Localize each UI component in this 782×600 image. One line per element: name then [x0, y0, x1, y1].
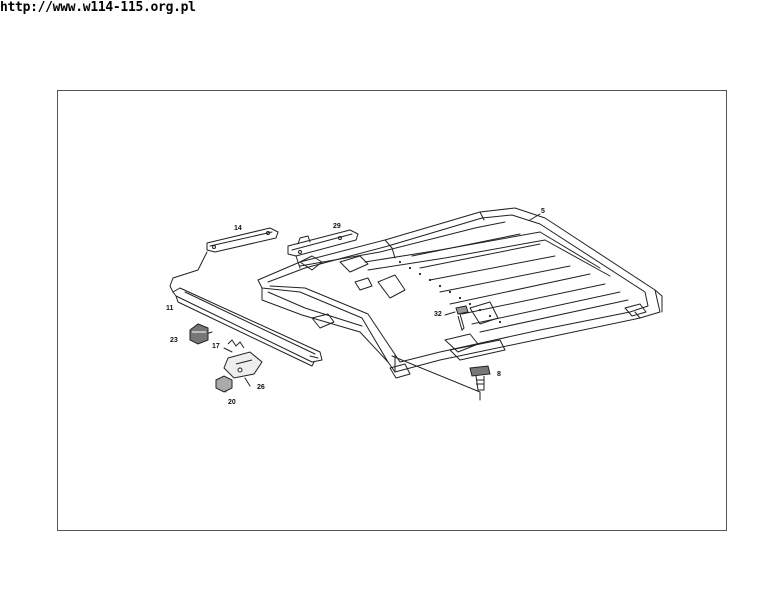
bracket-part-14 [206, 227, 279, 253]
callout-29: 29 [333, 223, 341, 230]
callout-14: 14 [234, 225, 242, 232]
guide-rail-part [172, 287, 323, 367]
bolt-part-8 [469, 365, 491, 391]
callout-11: 11 [166, 305, 174, 312]
site-url: http://www.w114-115.org.pl [0, 0, 196, 15]
screw-part-32 [455, 305, 469, 331]
knob-part-23 [189, 323, 209, 345]
bracket-part-29 [287, 229, 359, 257]
callout-32: 32 [434, 311, 442, 318]
callout-5: 5 [541, 208, 545, 215]
callout-26: 26 [257, 384, 265, 391]
callout-23: 23 [170, 337, 178, 344]
callout-17: 17 [212, 343, 220, 350]
nut-part-20 [215, 375, 233, 393]
diagram-frame [57, 90, 727, 531]
sunroof-frame-part [257, 207, 663, 379]
spring-part-17 [227, 339, 245, 349]
callout-20: 20 [228, 399, 236, 406]
slider-part-26 [223, 351, 263, 379]
callout-8: 8 [497, 371, 501, 378]
